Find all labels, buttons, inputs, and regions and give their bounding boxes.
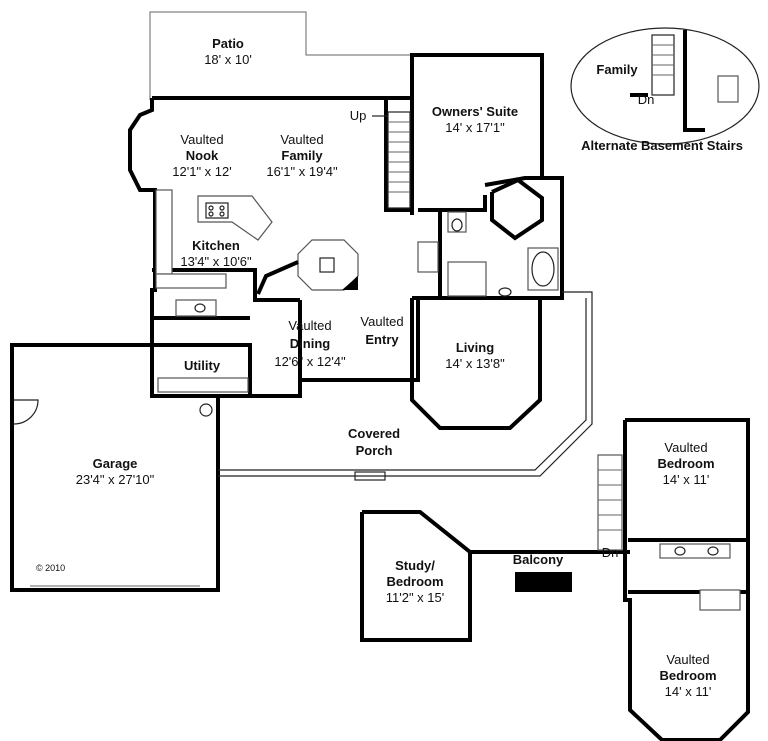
- entry-name: Entry: [365, 332, 399, 347]
- garage-walls: [10, 343, 220, 592]
- kitchen-name: Kitchen: [192, 238, 240, 253]
- kitchen-island: [197, 195, 273, 241]
- nook-prefix: Vaulted: [180, 132, 223, 147]
- family-prefix: Vaulted: [280, 132, 323, 147]
- family-name: Family: [281, 148, 323, 163]
- stairs-up-label: Up: [350, 108, 367, 123]
- dining-prefix: Vaulted: [288, 318, 331, 333]
- main-stairs: [372, 111, 411, 209]
- entry-prefix: Vaulted: [360, 314, 403, 329]
- copyright-text: © 2010: [36, 563, 65, 573]
- living-bay-walls: [410, 296, 542, 430]
- owners-bath-fixtures: [417, 177, 559, 297]
- main-house-walls: [128, 53, 564, 398]
- owners-suite-name: Owners' Suite: [432, 104, 518, 119]
- covered-porch-line1: Covered: [348, 426, 400, 441]
- study-line2: Bedroom: [386, 574, 443, 589]
- fireplace: [256, 239, 359, 295]
- kitchen-dims: 13'4" x 10'6": [180, 254, 252, 269]
- owners-suite-dims: 14' x 17'1": [445, 120, 505, 135]
- bedroom-bottom-dims: 14' x 11': [665, 684, 712, 699]
- covered-porch-line2: Porch: [356, 443, 393, 458]
- living-dims: 14' x 13'8": [445, 356, 505, 371]
- upper-floor-walls: [360, 418, 750, 741]
- inset-dn-label: Dn: [638, 92, 655, 107]
- bedroom-top-name: Bedroom: [657, 456, 714, 471]
- nook-dims: 12'1" x 12': [172, 164, 231, 179]
- study-line1: Study/: [395, 558, 435, 573]
- inset-oval: [570, 27, 760, 145]
- porch-outline: [218, 291, 593, 481]
- dining-dims: 12'6" x 12'4": [274, 354, 346, 369]
- garage-dims: 23'4" x 27'10": [76, 472, 155, 487]
- bedroom-bottom-name: Bedroom: [659, 668, 716, 683]
- living-name: Living: [456, 340, 494, 355]
- study-dims: 11'2" x 15': [386, 590, 445, 605]
- bedroom-top-dims: 14' x 11': [663, 472, 710, 487]
- family-dims: 16'1" x 19'4": [266, 164, 338, 179]
- stairs-dn-label: Dn: [602, 545, 619, 560]
- patio-dims: 18' x 10': [204, 52, 252, 67]
- inset-caption: Alternate Basement Stairs: [581, 138, 743, 153]
- kitchen-counters: [155, 189, 249, 393]
- nook-name: Nook: [186, 148, 219, 163]
- balcony-name: Balcony: [513, 552, 564, 567]
- utility-name: Utility: [184, 358, 221, 373]
- patio-name: Patio: [212, 36, 244, 51]
- inset-family-label: Family: [596, 62, 638, 77]
- garage-name: Garage: [93, 456, 138, 471]
- bedroom-bottom-prefix: Vaulted: [666, 652, 709, 667]
- dining-name: Dining: [290, 336, 330, 351]
- patio-outline: [149, 11, 412, 100]
- bedroom-top-prefix: Vaulted: [664, 440, 707, 455]
